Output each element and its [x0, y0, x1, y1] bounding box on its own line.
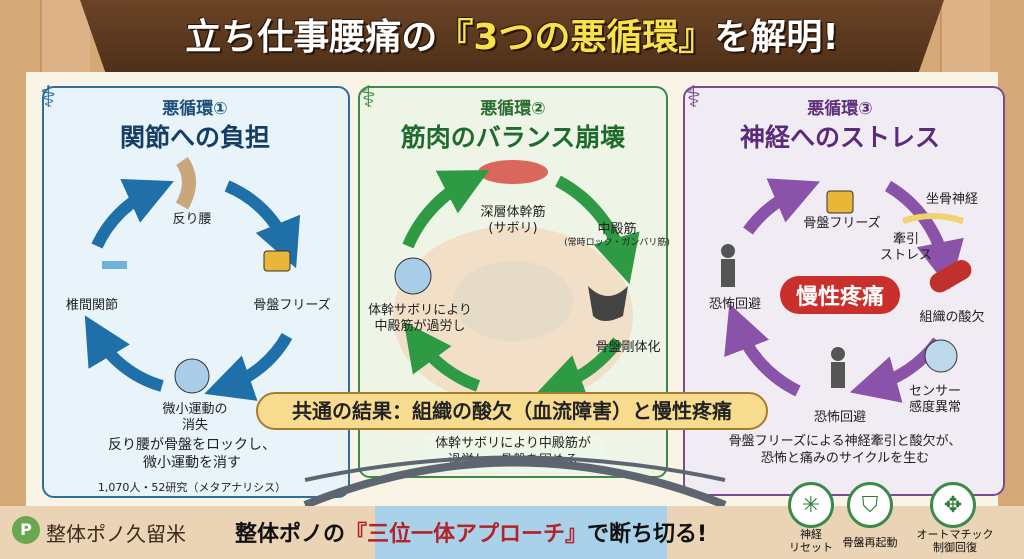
node-pelvis-rigid: 骨盤剛体化 [595, 340, 661, 355]
worried-face-icon [394, 257, 432, 295]
common-result-banner: 共通の結果：組織の酸欠（血流障害）と慢性疼痛 [256, 392, 768, 430]
panel2-label: 悪循環② [480, 99, 546, 119]
page-title: 立ち仕事腰痛の『3つの悪循環』を解明! [185, 17, 839, 58]
padlock-icon [263, 250, 291, 272]
person-icon [721, 244, 735, 258]
node-gluteus-medius: 中殿筋 [597, 222, 637, 237]
bridge-illustration [303, 455, 727, 509]
node-fear-avoidance-left: 恐怖回避 [708, 297, 762, 312]
approach-tagline: 整体ポノの『三位一体アプローチ』で断ち切る! [235, 522, 708, 547]
muscle-icon [478, 160, 548, 184]
node-sway-back: 反り腰 [172, 212, 212, 227]
header-band [80, 0, 944, 74]
footer-highlight [375, 506, 667, 559]
neuron-icon: ✳ [788, 482, 834, 528]
study-note: 1,070人・52研究（メタアナリシス） [97, 481, 287, 494]
node-pelvis-freeze: 骨盤フリーズ [253, 298, 331, 313]
panel1-cycle-arrows [84, 156, 301, 401]
rigid-pelvis-icon [588, 286, 628, 321]
panel1-heading: 関節への負担 [119, 123, 271, 152]
stethoscope-icon: ⚕ [360, 80, 377, 115]
padlock-icon [826, 190, 854, 214]
spine-icon [175, 156, 196, 210]
worried-face-icon [174, 358, 210, 394]
panel1-label: 悪循環① [162, 99, 228, 119]
vertebra-icon [102, 261, 127, 269]
panel3-heading: 神経へのストレス [739, 123, 941, 152]
node-tissue-hypoxia: 組織の酸欠 [919, 310, 985, 325]
node-facet-joint: 椎間関節 [65, 298, 119, 313]
stethoscope-icon: ⚕ [40, 80, 57, 115]
panel2-illustration [393, 160, 640, 406]
pelvis-icon: ⛉ [847, 482, 893, 528]
panel2-heading: 筋肉のバランス崩壊 [400, 123, 626, 152]
brand-logo-icon: P [12, 516, 40, 544]
node-sensor-sensitivity: センサー 感度異常 [908, 384, 962, 415]
node-pelvis-freeze: 骨盤フリーズ [803, 216, 881, 231]
node-sciatic-nerve: 坐骨神経 [925, 192, 979, 207]
node-fear-avoidance-bottom: 恐怖回避 [813, 410, 867, 425]
panel1-desc: 反り腰が骨盤をロックし、微小運動を消す [108, 437, 276, 472]
node-micro-motion-loss: 微小運動の 消失 [162, 402, 228, 433]
icon-label-pelvis-restart: 骨盤再起動 [842, 536, 898, 549]
panel3-label: 悪循環③ [807, 99, 873, 119]
panel3-desc: 骨盤フリーズによる神経牽引と酸欠が、恐怖と痛みのサイクルを生む [728, 434, 962, 466]
autonomic-icon: ✥ [930, 482, 976, 528]
person-walking-icon [831, 347, 845, 361]
blood-vessel-icon [929, 260, 972, 293]
icon-label-automatic-control: オートマチック 制御回復 [916, 528, 994, 555]
stethoscope-icon: ⚕ [685, 80, 702, 115]
panel3-cycle-arrows [721, 178, 972, 403]
nerve-icon [902, 213, 964, 224]
icon-label-nerve-reset: 神経 リセット [789, 528, 833, 555]
node-deep-core: 深層体幹筋 (サボリ) [480, 205, 546, 236]
chronic-pain-badge: 慢性疼痛 [779, 276, 901, 314]
sensor-icon [924, 339, 958, 373]
node-gluteus-note: (常時ロック・ガンバリ筋) [564, 238, 670, 248]
node-traction-stress: 牽引 ストレス [879, 232, 933, 263]
brand-name: 整体ポノ久留米 [46, 522, 186, 546]
node-overwork: 体幹サボリにより 中殿筋が過労し [368, 303, 472, 334]
